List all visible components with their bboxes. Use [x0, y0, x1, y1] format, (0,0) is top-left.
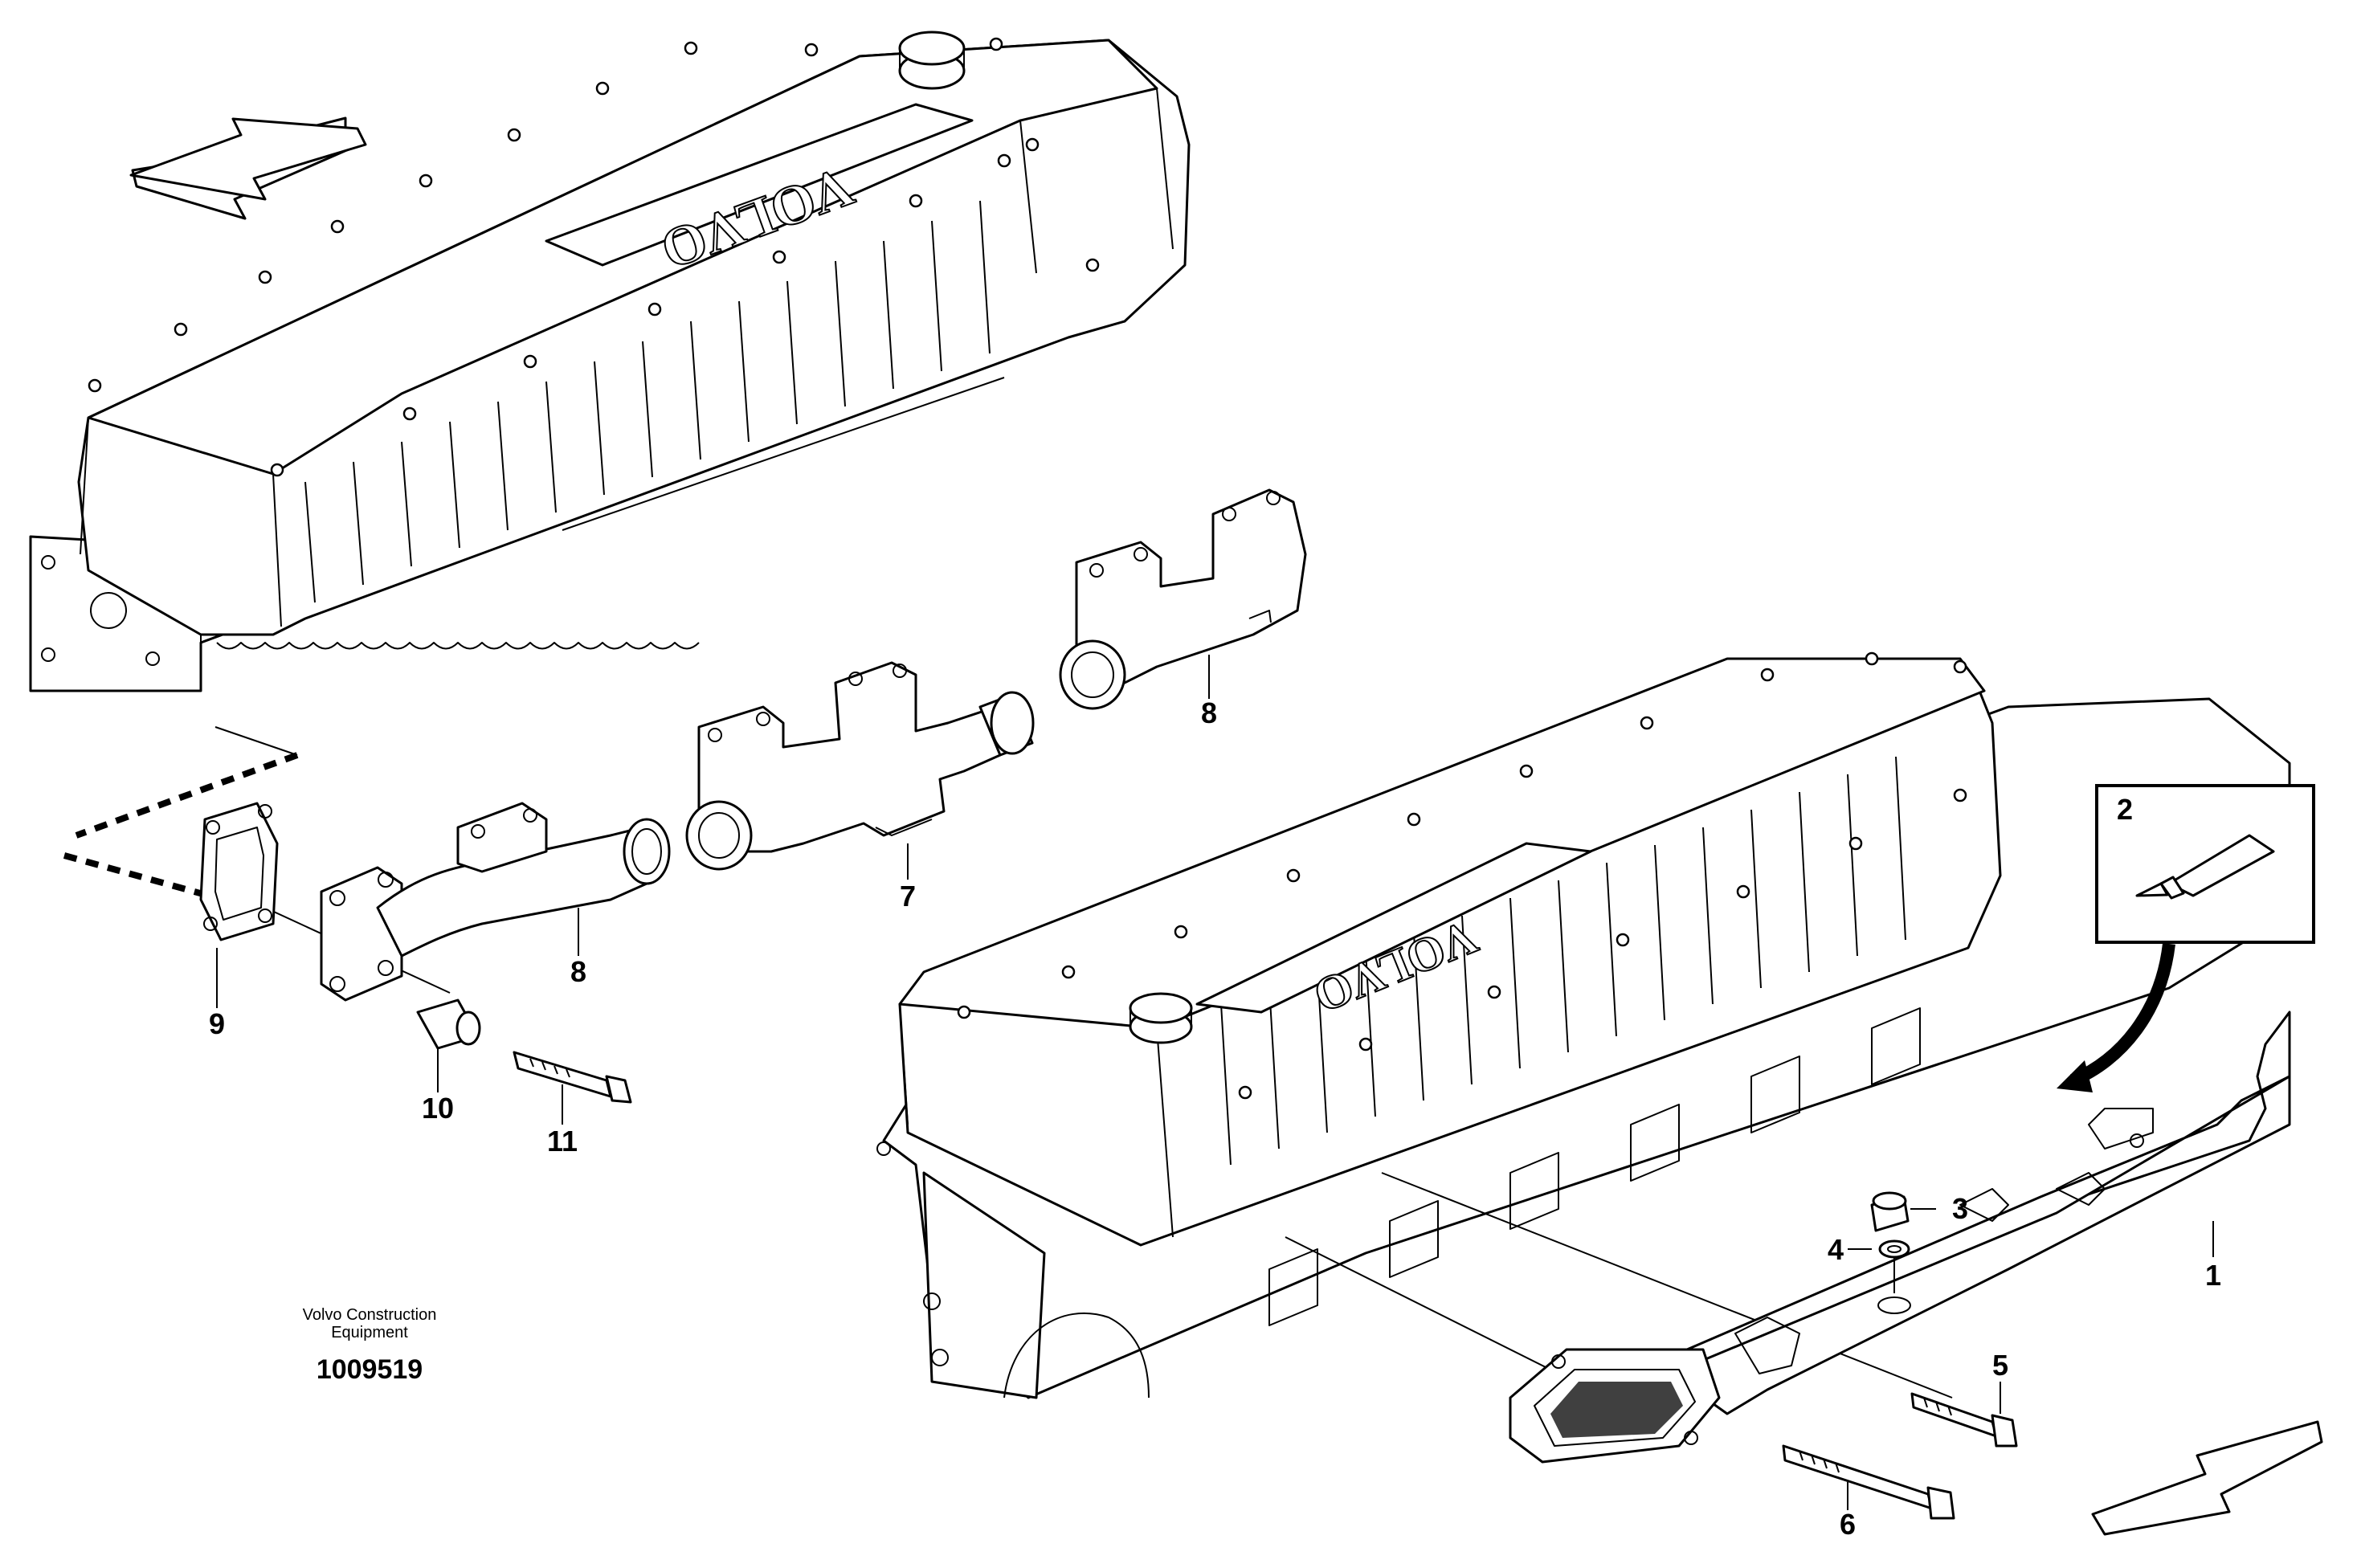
callout-5: 5	[1992, 1349, 2008, 1382]
sealant-box	[2057, 784, 2315, 1092]
sealing-washer	[1848, 1239, 1911, 1314]
direction-arrow-icon	[129, 116, 367, 220]
callout-6: 6	[1840, 1508, 1856, 1541]
mounting-bolt-11	[513, 1051, 632, 1125]
callout-4: 4	[1828, 1233, 1844, 1266]
callout-9: 9	[209, 1007, 225, 1040]
callout-1: 1	[2205, 1259, 2221, 1292]
callout-8-front: 8	[570, 955, 586, 988]
mounting-bolt-6	[1782, 1444, 1955, 1520]
sealant-tube-icon	[2135, 834, 2275, 900]
callout-8-rear: 8	[1201, 696, 1217, 729]
callout-2: 2	[2117, 793, 2133, 826]
exhaust-gasket	[199, 802, 279, 1008]
callout-10: 10	[422, 1092, 454, 1125]
callout-11: 11	[547, 1125, 578, 1158]
exhaust-manifold-center-section	[685, 661, 1035, 880]
mounting-bolt-5	[1910, 1382, 2018, 1448]
direction-arrow-icon-2	[2091, 1420, 2323, 1536]
callout-7: 7	[900, 880, 916, 913]
spacer-sleeve	[416, 998, 481, 1092]
caption-company: Volvo Construction Equipment	[302, 1306, 437, 1341]
caption-drawing-number: 1009519	[316, 1354, 423, 1385]
upper-cylinder-head-assembly: VOLVO	[29, 31, 1191, 692]
curved-arrow-icon	[2069, 943, 2175, 1087]
drain-plug	[1870, 1191, 1936, 1232]
exhaust-manifold-complete	[1509, 1011, 2291, 1464]
exhaust-manifold-rear-section	[1059, 488, 1307, 710]
exhaust-manifold-front-section	[320, 802, 671, 1002]
callout-3: 3	[1952, 1192, 1968, 1225]
lower-cylinder-head-assembly: VOLVO	[876, 651, 2291, 1399]
